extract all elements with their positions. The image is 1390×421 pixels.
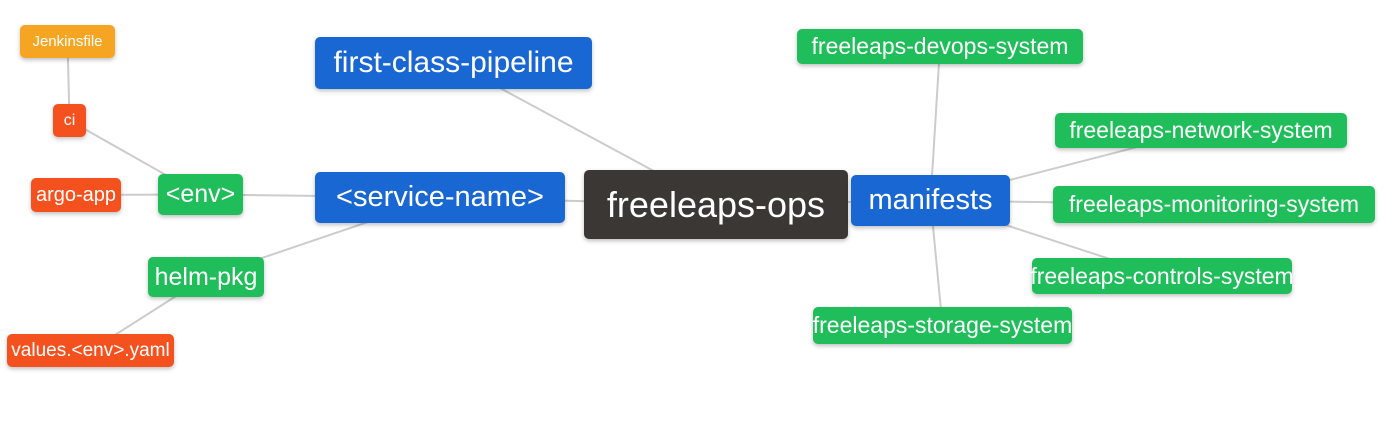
node-jenkinsfile[interactable]: Jenkinsfile — [20, 25, 115, 58]
node-freeleaps-controls-system[interactable]: freeleaps-controls-system — [1030, 258, 1294, 294]
node-service-name[interactable]: <service-name> — [315, 172, 565, 223]
node-ci[interactable]: ci — [53, 104, 86, 137]
node-freeleaps-network-system[interactable]: freeleaps-network-system — [1055, 113, 1347, 148]
node-values-env-yaml[interactable]: values.<env>.yaml — [7, 334, 174, 367]
node-manifests[interactable]: manifests — [851, 175, 1010, 226]
node-freeleaps-storage-system[interactable]: freeleaps-storage-system — [813, 307, 1072, 344]
node-freeleaps-devops-system[interactable]: freeleaps-devops-system — [797, 29, 1083, 64]
node-helm-pkg[interactable]: helm-pkg — [148, 257, 264, 297]
node-freeleaps-monitoring-system[interactable]: freeleaps-monitoring-system — [1053, 186, 1375, 223]
node-env[interactable]: <env> — [158, 174, 243, 215]
node-argo-app[interactable]: argo-app — [31, 178, 121, 212]
node-first-class-pipeline[interactable]: first-class-pipeline — [315, 37, 592, 89]
node-freeleaps-ops-root[interactable]: freeleaps-ops — [584, 170, 848, 239]
